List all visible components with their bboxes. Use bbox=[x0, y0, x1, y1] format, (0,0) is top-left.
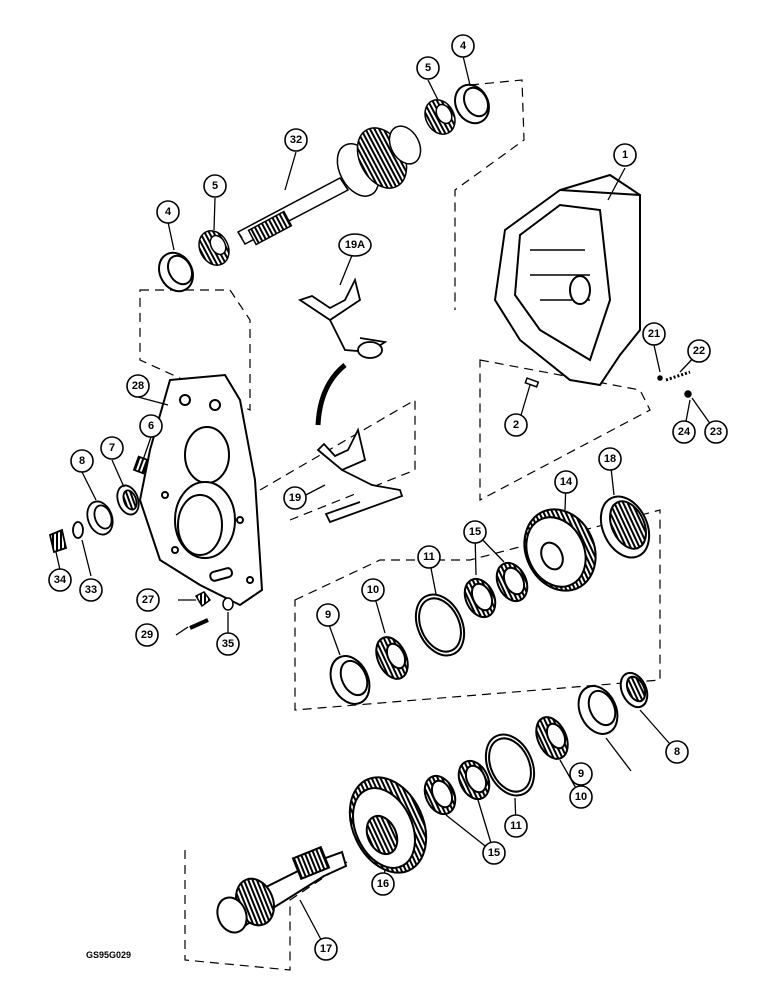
callout-label: 8 bbox=[674, 746, 680, 758]
callout-8: 8 bbox=[70, 449, 94, 473]
callout-10: 10 bbox=[361, 578, 385, 602]
callout-8: 8 bbox=[665, 740, 689, 764]
callout-label: 2 bbox=[513, 419, 519, 431]
callout-label: 5 bbox=[425, 62, 431, 74]
bolts-and-washers bbox=[189, 591, 234, 630]
callout-label: 19 bbox=[289, 492, 301, 504]
lower-gear-stack bbox=[348, 671, 649, 874]
callout-label: 6 bbox=[148, 420, 154, 432]
callout-4: 4 bbox=[156, 200, 180, 224]
callout-label: 1 bbox=[622, 149, 628, 161]
callout-32: 32 bbox=[284, 128, 308, 152]
callout-19: 19 bbox=[283, 486, 307, 510]
callout-16: 16 bbox=[371, 872, 395, 896]
callout-21: 21 bbox=[642, 322, 666, 346]
callout-label: 5 bbox=[212, 180, 218, 192]
upper-shaft bbox=[236, 125, 422, 246]
callout-24: 24 bbox=[672, 420, 696, 444]
callout-19A: 19A bbox=[338, 233, 372, 257]
callout-label: 33 bbox=[85, 584, 97, 596]
callout-33: 33 bbox=[79, 578, 103, 602]
callout-label: 18 bbox=[604, 453, 616, 465]
callout-18: 18 bbox=[598, 447, 622, 471]
callout-6: 6 bbox=[139, 414, 163, 438]
callout-label: 32 bbox=[290, 134, 302, 146]
callout-label: 24 bbox=[678, 426, 691, 438]
callout-label: 10 bbox=[575, 791, 587, 803]
callout-15: 15 bbox=[482, 841, 506, 865]
callout-29: 29 bbox=[135, 623, 159, 647]
callout-10: 10 bbox=[569, 785, 593, 809]
callout-label: 15 bbox=[469, 526, 481, 538]
callout-label: 9 bbox=[325, 609, 331, 621]
bearing-5-upper bbox=[424, 99, 456, 135]
callout-label: 7 bbox=[109, 442, 115, 454]
callout-label: 29 bbox=[141, 629, 153, 641]
callout-27: 27 bbox=[136, 588, 160, 612]
callout-group: 124455678899101011111415151617181919A212… bbox=[48, 34, 728, 961]
callout-label: 4 bbox=[460, 40, 467, 52]
callout-label: 15 bbox=[488, 847, 500, 859]
detent-parts bbox=[524, 370, 692, 398]
callout-label: 11 bbox=[423, 551, 435, 563]
callout-4: 4 bbox=[451, 34, 475, 58]
housing bbox=[493, 173, 641, 387]
callout-23: 23 bbox=[704, 420, 728, 444]
callout-label: 19A bbox=[345, 239, 365, 251]
callout-22: 22 bbox=[687, 339, 711, 363]
output-shaft bbox=[216, 845, 348, 934]
callout-14: 14 bbox=[554, 470, 578, 494]
callout-34: 34 bbox=[48, 568, 72, 592]
callout-28: 28 bbox=[126, 374, 150, 398]
callout-35: 35 bbox=[216, 632, 240, 656]
callout-label: 21 bbox=[648, 328, 660, 340]
carrier-plate bbox=[138, 373, 264, 607]
callout-15: 15 bbox=[463, 520, 487, 544]
bearing-cup-4-upper bbox=[454, 83, 490, 125]
callout-17: 17 bbox=[314, 937, 338, 961]
callout-label: 11 bbox=[510, 820, 522, 832]
middle-gear-stack bbox=[329, 495, 651, 705]
callout-5: 5 bbox=[203, 174, 227, 198]
callout-9: 9 bbox=[569, 762, 593, 786]
callout-label: 27 bbox=[142, 594, 154, 606]
callout-5: 5 bbox=[416, 56, 440, 80]
shift-fork-19 bbox=[316, 427, 404, 524]
callout-9: 9 bbox=[316, 603, 340, 627]
callout-label: 22 bbox=[693, 345, 705, 357]
callout-label: 9 bbox=[578, 768, 584, 780]
callout-label: 4 bbox=[165, 206, 172, 218]
bearing-5-lower bbox=[198, 230, 230, 266]
callout-label: 35 bbox=[222, 638, 234, 650]
callout-11: 11 bbox=[417, 545, 441, 569]
callout-label: 34 bbox=[54, 574, 67, 586]
callout-1: 1 bbox=[613, 143, 637, 167]
callout-label: 8 bbox=[79, 455, 85, 467]
bearing-cup-4-lower bbox=[158, 251, 194, 293]
callout-label: 23 bbox=[710, 426, 722, 438]
figure-code: GS95G029 bbox=[86, 950, 132, 960]
shift-fork-19a bbox=[297, 277, 388, 359]
callout-2: 2 bbox=[504, 413, 528, 437]
callout-label: 16 bbox=[377, 878, 389, 890]
output-small-parts bbox=[48, 455, 150, 554]
direction-arrow bbox=[315, 363, 347, 426]
callout-label: 10 bbox=[367, 584, 379, 596]
callout-7: 7 bbox=[100, 436, 124, 460]
callout-11: 11 bbox=[504, 814, 528, 838]
callout-label: 14 bbox=[560, 476, 573, 488]
callout-label: 17 bbox=[320, 943, 332, 955]
callout-label: 28 bbox=[132, 380, 144, 392]
